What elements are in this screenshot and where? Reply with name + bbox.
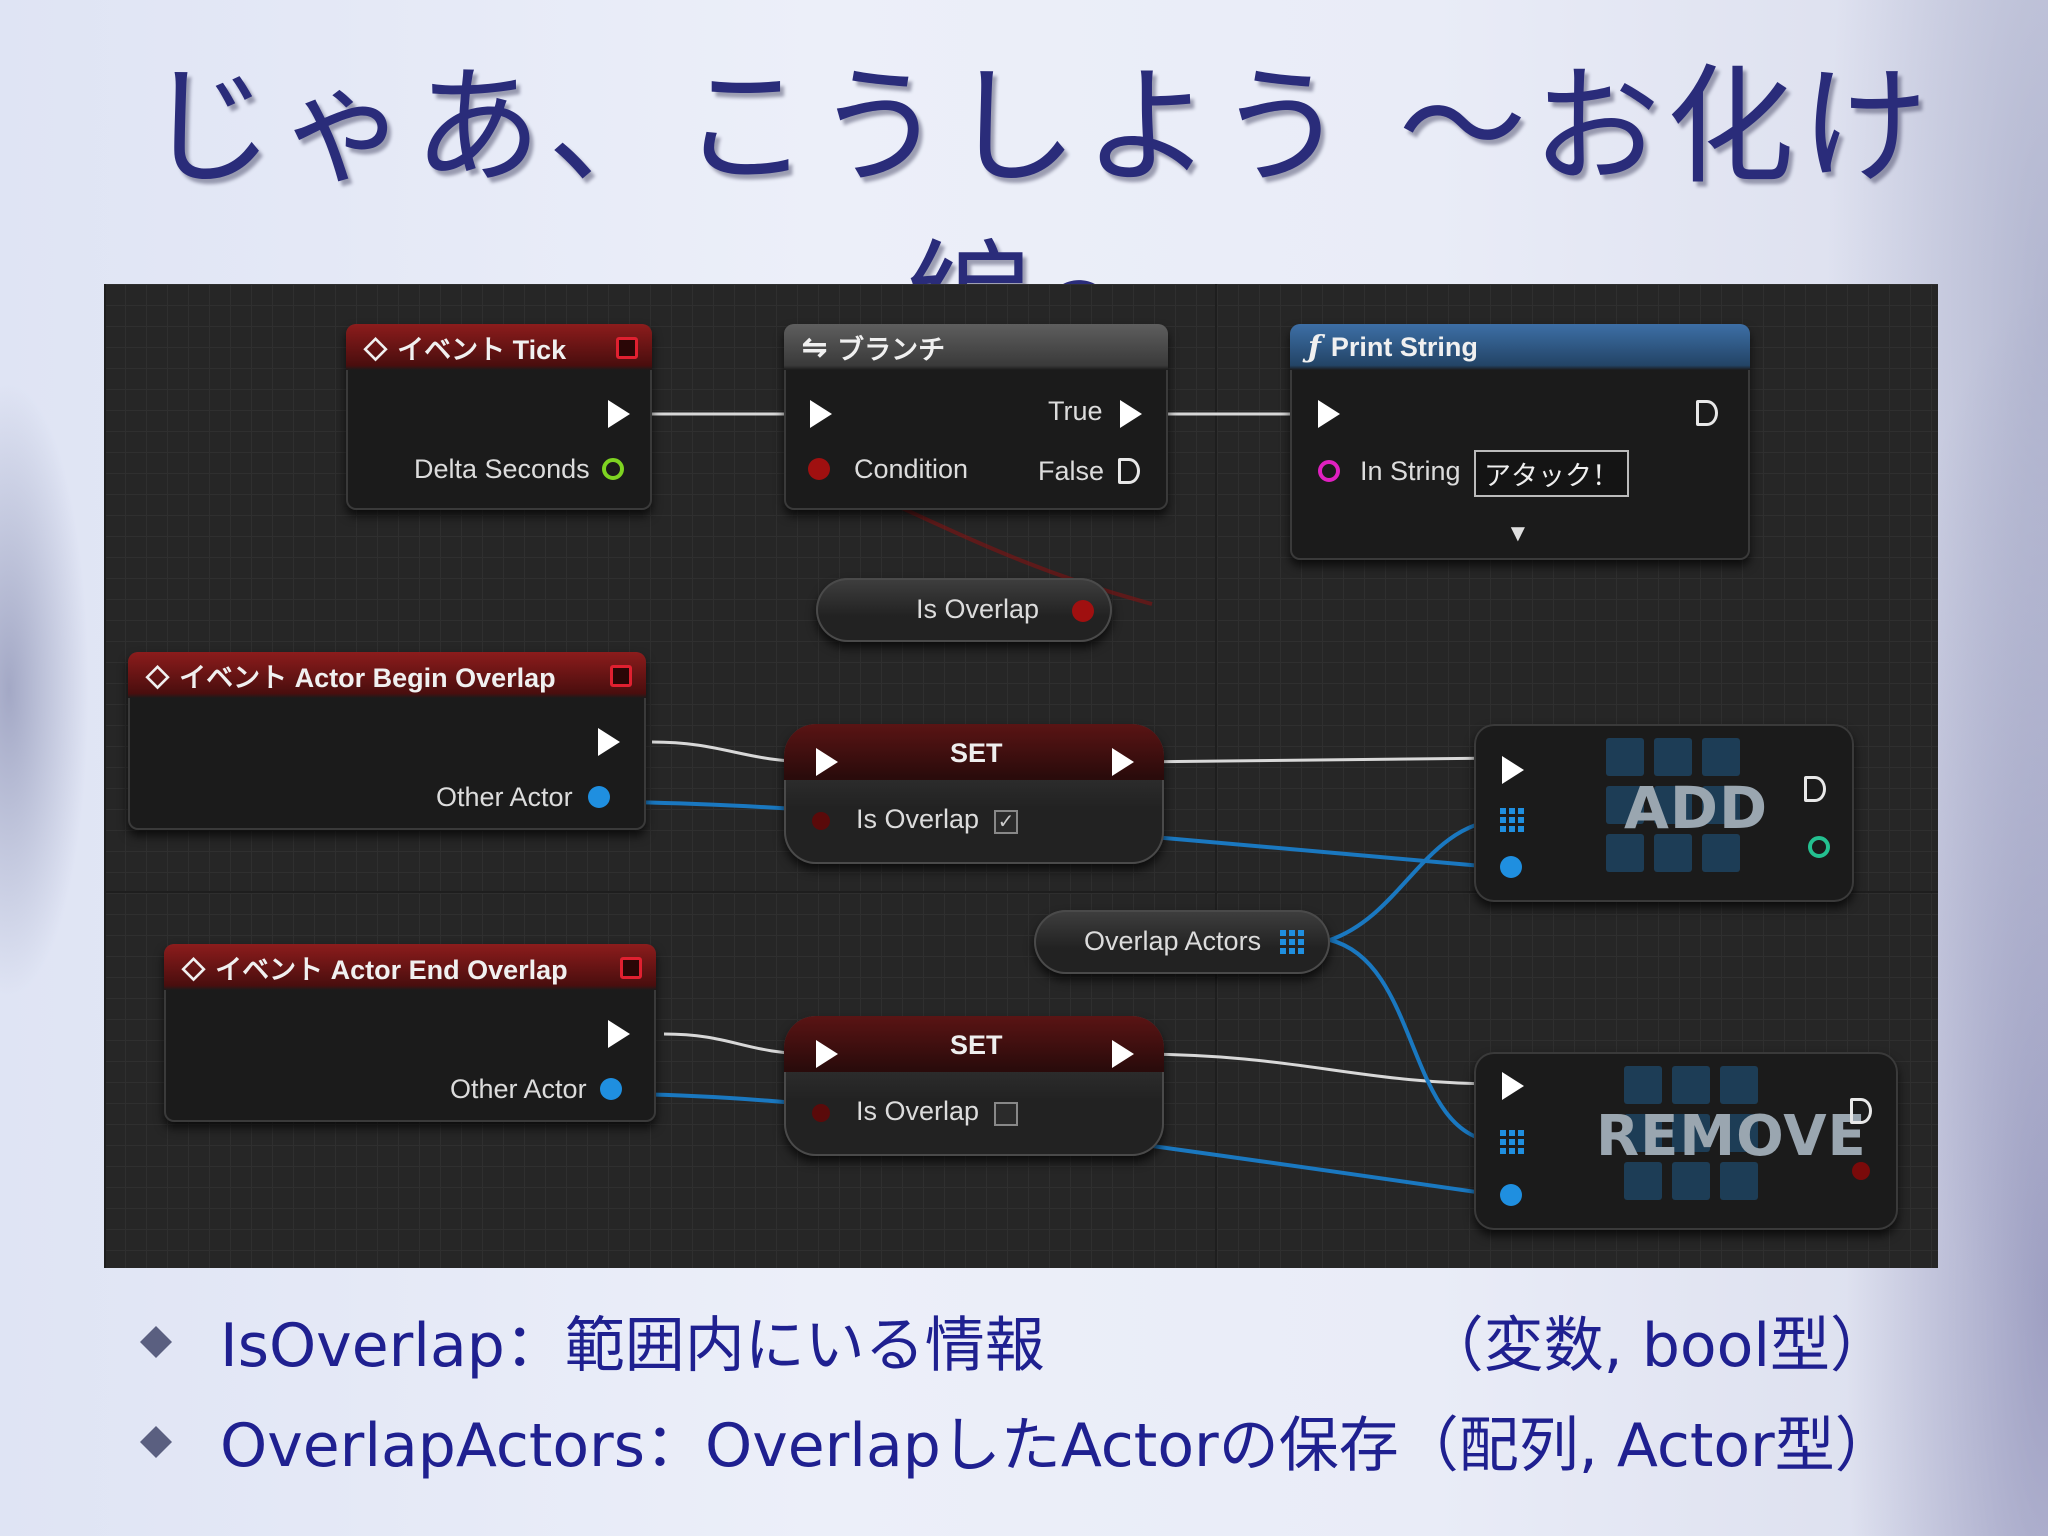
remove-label: REMOVE	[1596, 1104, 1867, 1169]
in-string-pin[interactable]	[1318, 460, 1340, 482]
condition-label: Condition	[854, 454, 969, 484]
remove-array-in-pin[interactable]	[1500, 1130, 1524, 1154]
begin-other-actor-label: Other Actor	[436, 782, 573, 812]
end-other-actor-label: Other Actor	[450, 1074, 587, 1104]
replicate-stop-icon	[620, 957, 642, 979]
set-exec-out-pin[interactable]	[1112, 748, 1134, 776]
add-item-in-pin[interactable]	[1500, 856, 1522, 878]
is-overlap-var-label: Is Overlap	[916, 594, 1040, 624]
end-overlap-node[interactable]: ◇ イベント Actor End Overlap Other Actor	[164, 944, 656, 1122]
branch-icon: ⇋	[802, 330, 828, 364]
add-label: ADD	[1624, 774, 1769, 842]
begin-overlap-node[interactable]: ◇ イベント Actor Begin Overlap Other Actor	[128, 652, 646, 830]
branch-exec-in-pin[interactable]	[810, 400, 832, 428]
set-exec-in-pin[interactable]	[816, 1040, 838, 1068]
in-string-label: In String	[1360, 456, 1461, 486]
end-overlap-title: イベント Actor End Overlap	[215, 954, 568, 985]
print-exec-out-pin[interactable]	[1696, 400, 1718, 426]
overlap-actors-label: Overlap Actors	[1084, 926, 1262, 956]
begin-exec-out-pin[interactable]	[598, 728, 620, 756]
get-overlap-actors-node[interactable]: Overlap Actors	[1034, 910, 1330, 974]
event-tick-title: イベント Tick	[397, 334, 567, 365]
set-bool-in-pin[interactable]	[812, 1104, 830, 1122]
set-is-overlap-label: Is Overlap	[856, 1096, 980, 1126]
add-exec-in-pin[interactable]	[1502, 756, 1524, 784]
print-string-header[interactable]: ƒ Print String	[1290, 324, 1750, 370]
bullet-item-overlapactors: OverlapActors：OverlapしたActorの保存（配列, Acto…	[130, 1390, 1895, 1490]
bullet-left-text: IsOverlap：範囲内にいる情報	[220, 1310, 1045, 1381]
in-string-input[interactable]: アタック！	[1474, 450, 1629, 497]
end-exec-out-pin[interactable]	[608, 1020, 630, 1048]
remove-bool-out-pin[interactable]	[1852, 1162, 1870, 1180]
set-exec-out-pin[interactable]	[1112, 1040, 1134, 1068]
replicate-stop-icon	[610, 665, 632, 687]
function-icon: ƒ	[1308, 329, 1321, 365]
event-diamond-icon: ◇	[364, 330, 388, 364]
add-index-out-pin[interactable]	[1808, 836, 1830, 858]
diamond-bullet-icon	[140, 1410, 172, 1458]
begin-other-actor-pin[interactable]	[588, 786, 610, 808]
exec-wire-set-remove	[1129, 1052, 1505, 1086]
branch-node[interactable]: ⇋ ブランチ True Condition False	[784, 324, 1168, 510]
print-string-node[interactable]: ƒ Print String In String アタック！ ▼	[1290, 324, 1750, 560]
delta-seconds-pin[interactable]	[602, 458, 624, 480]
add-exec-out-pin[interactable]	[1804, 776, 1826, 802]
array-wire-actors-remove	[1329, 938, 1505, 1145]
begin-overlap-title: イベント Actor Begin Overlap	[179, 662, 556, 693]
expand-arrow-icon[interactable]: ▼	[1506, 520, 1530, 547]
delta-seconds-label: Delta Seconds	[414, 454, 590, 484]
end-other-actor-pin[interactable]	[600, 1078, 622, 1100]
is-overlap-checkbox-unchecked[interactable]	[994, 1102, 1018, 1126]
false-exec-pin[interactable]	[1118, 458, 1140, 484]
is-overlap-out-pin[interactable]	[1072, 600, 1094, 622]
branch-title: ブランチ	[837, 334, 946, 365]
begin-overlap-header[interactable]: ◇ イベント Actor Begin Overlap	[128, 652, 646, 698]
branch-header[interactable]: ⇋ ブランチ	[784, 324, 1168, 370]
set-bool-in-pin[interactable]	[812, 812, 830, 830]
is-overlap-checkbox-checked[interactable]: ✓	[994, 810, 1018, 834]
set-is-overlap-label: Is Overlap	[856, 804, 980, 834]
background-decoration-left	[0, 380, 90, 1000]
bullet-list: IsOverlap：範囲内にいる情報 （変数, bool型） OverlapAc…	[130, 1290, 1895, 1490]
bullet-item-isoverlap: IsOverlap：範囲内にいる情報 （変数, bool型）	[130, 1290, 1890, 1390]
exec-wire-set-add	[1129, 756, 1505, 764]
set-title: SET	[950, 738, 1003, 768]
set-header[interactable]	[784, 1016, 1164, 1072]
event-diamond-icon: ◇	[182, 950, 206, 984]
set-title: SET	[950, 1030, 1003, 1060]
array-remove-node[interactable]: REMOVE	[1474, 1052, 1898, 1230]
bullet-left-text: OverlapActors：OverlapしたActorの保存（配列, Acto…	[220, 1410, 1895, 1481]
print-exec-in-pin[interactable]	[1318, 400, 1340, 428]
replicate-stop-icon	[616, 337, 638, 359]
blueprint-graph[interactable]: ◇ イベント Tick Delta Seconds ⇋ ブランチ True Co…	[104, 284, 1938, 1268]
add-array-in-pin[interactable]	[1500, 808, 1524, 832]
overlap-actors-out-pin[interactable]	[1280, 930, 1304, 954]
array-add-node[interactable]: ADD	[1474, 724, 1854, 902]
condition-pin[interactable]	[808, 458, 830, 480]
true-exec-pin[interactable]	[1120, 400, 1142, 428]
remove-exec-out-pin[interactable]	[1850, 1098, 1872, 1124]
remove-item-in-pin[interactable]	[1500, 1184, 1522, 1206]
set-is-overlap-false-node[interactable]: SET Is Overlap	[784, 1016, 1164, 1156]
get-is-overlap-node[interactable]: Is Overlap	[816, 578, 1112, 642]
bullet-right-text: （変数, bool型）	[1423, 1310, 1890, 1381]
array-grid-icon	[1606, 738, 1740, 872]
set-header[interactable]	[784, 724, 1164, 780]
slide-title: じゃあ、こうしよう ～お化け編～	[145, 53, 1935, 377]
false-label: False	[1038, 456, 1105, 486]
diamond-bullet-icon	[140, 1310, 172, 1358]
print-string-title: Print String	[1330, 331, 1478, 362]
array-grid-icon	[1624, 1066, 1758, 1200]
end-overlap-header[interactable]: ◇ イベント Actor End Overlap	[164, 944, 656, 990]
event-diamond-icon: ◇	[146, 658, 170, 692]
event-tick-header[interactable]: ◇ イベント Tick	[346, 324, 652, 370]
event-tick-node[interactable]: ◇ イベント Tick Delta Seconds	[346, 324, 652, 510]
remove-exec-in-pin[interactable]	[1502, 1072, 1524, 1100]
exec-out-pin[interactable]	[608, 400, 630, 428]
true-label: True	[1048, 396, 1103, 426]
set-is-overlap-true-node[interactable]: SET Is Overlap ✓	[784, 724, 1164, 864]
set-exec-in-pin[interactable]	[816, 748, 838, 776]
